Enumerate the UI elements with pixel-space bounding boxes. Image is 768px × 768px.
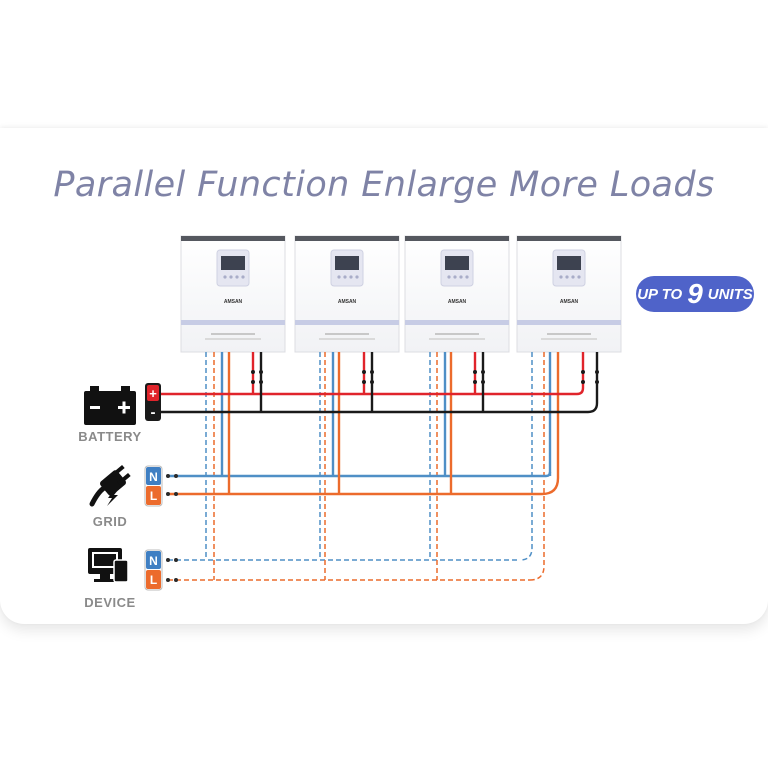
- grid-label: GRID: [92, 514, 128, 529]
- source-terminal-dots: [166, 474, 178, 582]
- badge-prefix: UP TO: [637, 285, 683, 303]
- inverter-unit-2: AMSAN: [294, 235, 400, 353]
- battery-terminal-block: + -: [145, 383, 161, 421]
- inverter-unit-1: AMSAN: [180, 235, 286, 353]
- badge-number: 9: [687, 278, 703, 309]
- battery-label: BATTERY: [78, 429, 142, 444]
- battery-icon: [84, 386, 136, 425]
- device-icon: [88, 548, 129, 583]
- battery-positive-terminal: +: [149, 386, 157, 401]
- device-neutral-terminal: N: [149, 554, 158, 568]
- inverter-brand: AMSAN: [224, 299, 243, 305]
- inverter-unit-4: AMSAN: [516, 235, 622, 353]
- inverter-brand: AMSAN: [448, 299, 467, 305]
- inverter-brand: AMSAN: [338, 299, 357, 305]
- grid-neutral-terminal: N: [149, 470, 158, 484]
- page-title: Parallel Function Enlarge More Loads: [53, 165, 715, 205]
- inverter-brand: AMSAN: [560, 299, 579, 305]
- device-label: DEVICE: [84, 595, 136, 610]
- plug-icon: [89, 464, 131, 507]
- device-live-terminal: L: [150, 573, 157, 587]
- battery-negative-terminal: -: [151, 404, 156, 421]
- grid-terminal-block: N L: [144, 465, 163, 507]
- units-badge: UP TO 9 UNITS: [636, 276, 754, 312]
- content-card: [0, 128, 768, 624]
- inverter-unit-3: AMSAN: [404, 235, 510, 353]
- battery-connectors: [251, 370, 599, 384]
- device-terminal-block: N L: [144, 549, 163, 591]
- grid-wiring: [168, 352, 560, 496]
- device-wiring: [168, 352, 545, 581]
- badge-suffix: UNITS: [707, 285, 753, 303]
- grid-live-terminal: L: [150, 489, 157, 503]
